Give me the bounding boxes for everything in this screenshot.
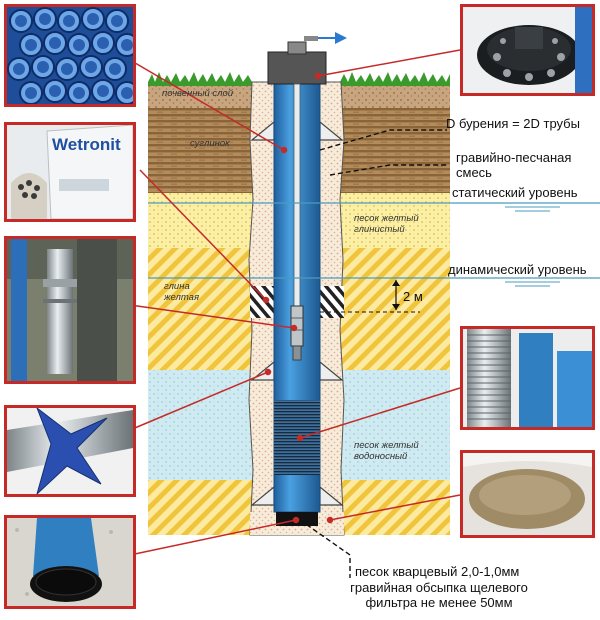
- photo-callouts: [129, 49, 461, 556]
- photo-pipe-end: [4, 515, 136, 609]
- label-static-level: статический уровень: [452, 185, 578, 200]
- photo-quartz-sand: [460, 450, 595, 538]
- photo-clay-bags: Wetronit: [4, 122, 136, 222]
- photo-blue-pipes: [4, 4, 136, 107]
- soil-label-clay-sand: песок желтый глинистый: [354, 213, 419, 235]
- label-depth-2m: 2 м: [403, 289, 423, 304]
- photo-slotted-filter: [460, 326, 595, 430]
- label-gravel-pack: гравийная обсыпка щелевого фильтра не ме…: [350, 580, 528, 610]
- soil-label-aquifer: песок желтый водоносный: [354, 440, 419, 462]
- label-quartz-sand: песок кварцевый 2,0-1,0мм: [355, 564, 520, 579]
- photo-well-head: [460, 4, 595, 96]
- label-dynamic-level: динамический уровень: [448, 262, 587, 277]
- soil-label-yellow-clay: глина желтая: [164, 281, 200, 303]
- bag-brand-label: Wetronit: [52, 135, 121, 154]
- drop-pipe: [293, 83, 301, 307]
- casing-pipe: [267, 32, 347, 526]
- label-gravel-mix: гравийно-песчаная смесь: [456, 150, 572, 180]
- grass: [148, 72, 450, 86]
- soil-label-loam: суглинок: [190, 138, 230, 149]
- photo-centralizer: [4, 405, 136, 497]
- depth-dimension: [320, 280, 420, 313]
- soil-label-topsoil: почвенный слой: [162, 88, 234, 99]
- label-drill-diameter: D бурения = 2D трубы: [446, 116, 580, 131]
- photo-pump: [4, 236, 136, 384]
- callout-lines: [299, 129, 447, 578]
- well-head: [267, 51, 327, 85]
